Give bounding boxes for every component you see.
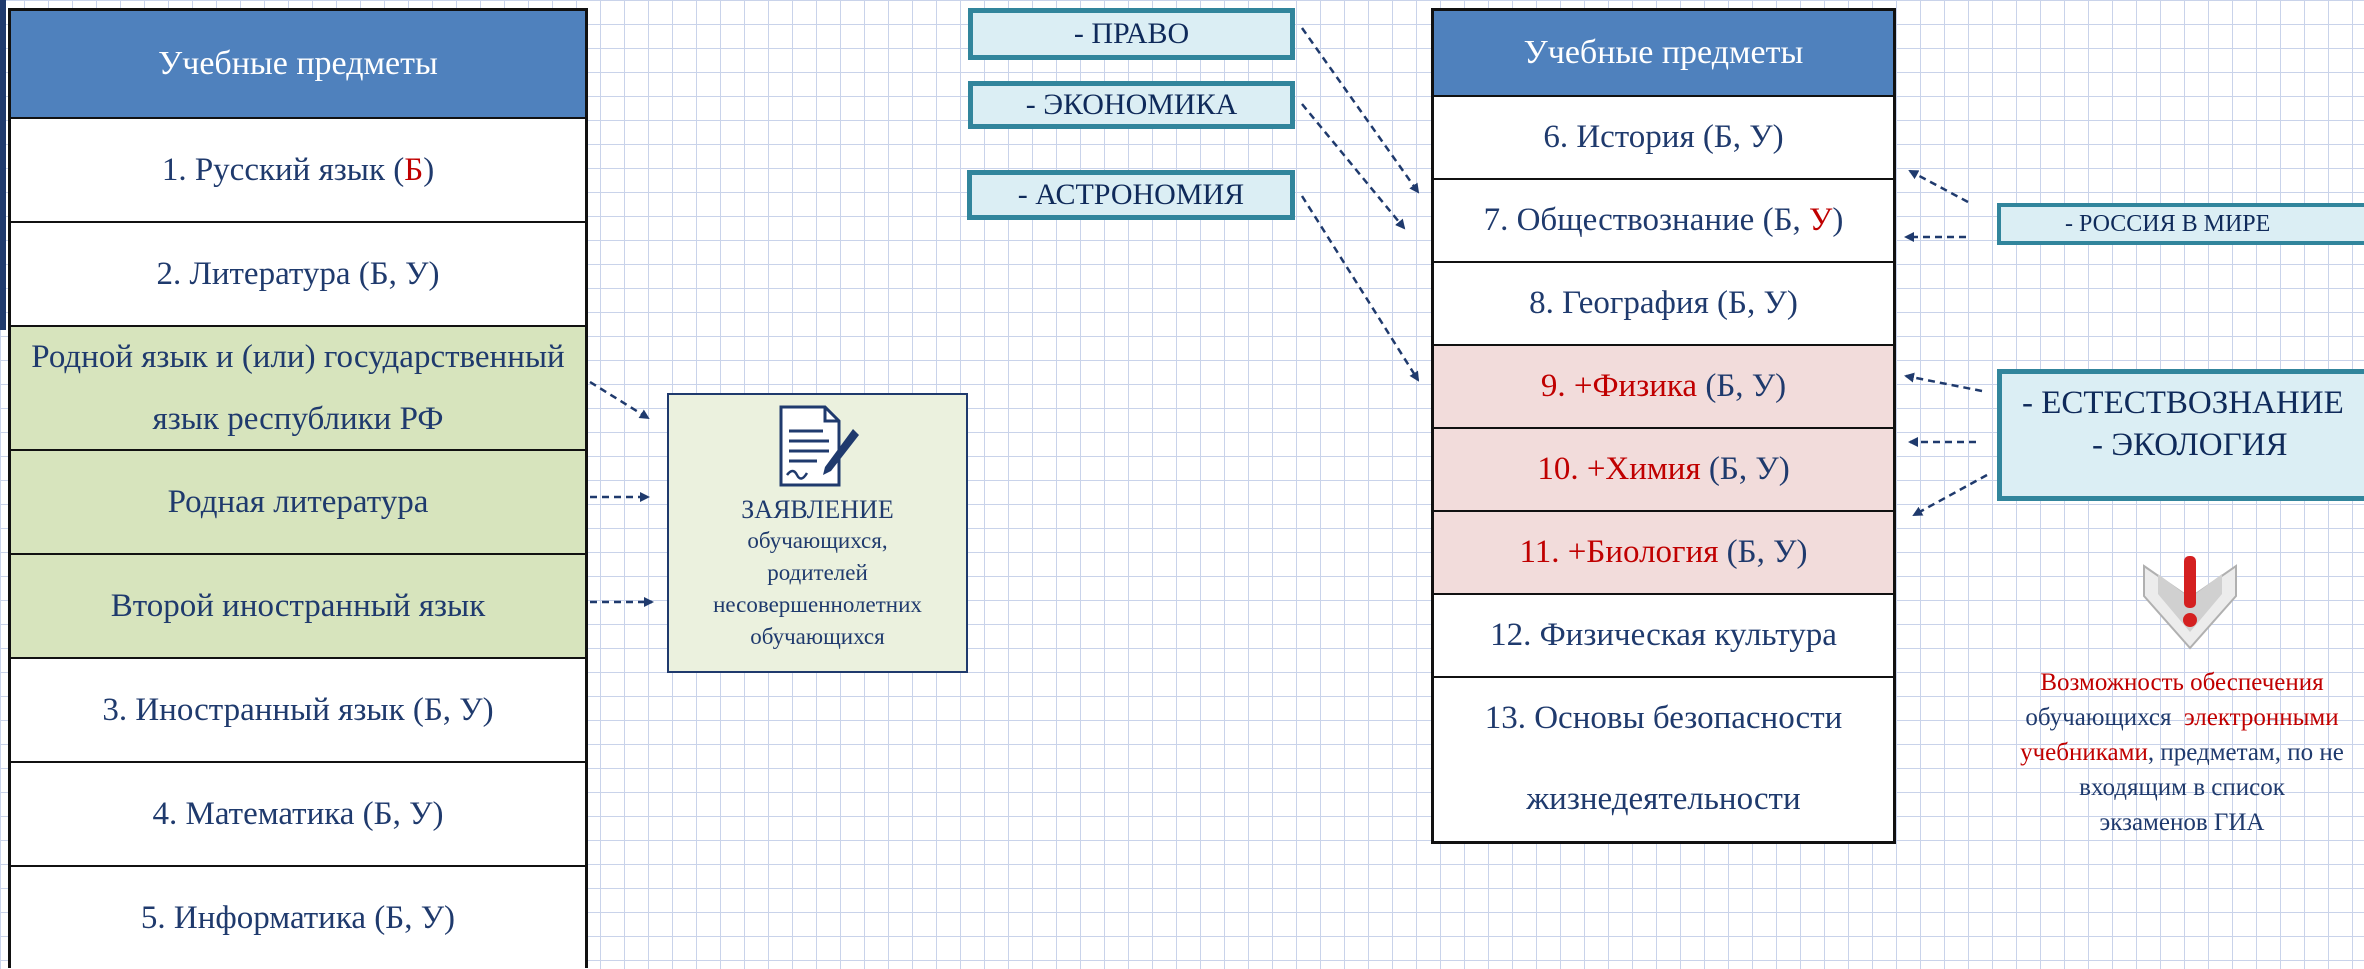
left-row-math: 4. Математика (Б, У)	[11, 761, 585, 865]
arrow-economics-to-social	[1301, 103, 1406, 230]
right-row-geography: 8. География (Б, У)	[1434, 261, 1893, 344]
tag-economics: - ЭКОНОМИКА	[968, 81, 1295, 129]
left-row-informatics: 5. Информатика (Б, У)	[11, 865, 585, 969]
document-signature-icon	[773, 403, 863, 489]
right-row-biology: 11. +Биология (Б, У)	[1434, 510, 1893, 593]
tag-russia-in-world: - РОССИЯ В МИРЕ	[1997, 203, 2364, 245]
left-row-russian: 1. Русский язык (Б)	[11, 117, 585, 221]
warning-note: Возможность обеспечения обучающихся элек…	[2020, 669, 2344, 836]
left-row-native-language: Родной язык и (или) государственный язык…	[11, 325, 585, 449]
right-subjects-table: Учебные предметы 6. История (Б, У) 7. Об…	[1431, 8, 1896, 844]
left-row-native-literature: Родная литература	[11, 449, 585, 553]
arrow-pravo-to-history	[1300, 27, 1420, 194]
right-table-header: Учебные предметы	[1434, 11, 1893, 95]
arrow-native-to-application	[589, 380, 650, 420]
application-line-1: обучающихся,	[747, 528, 888, 553]
application-line-4: обучающихся	[750, 624, 885, 649]
right-row-history: 6. История (Б, У)	[1434, 95, 1893, 178]
application-box: ЗАЯВЛЕНИЕ обучающихся, родителей несовер…	[667, 393, 968, 673]
application-title: ЗАЯВЛЕНИЕ	[741, 495, 894, 524]
left-row-foreign: 3. Иностранный язык (Б, У)	[11, 657, 585, 761]
tag-science-ecology: - ЕСТЕСТВОЗНАНИЕ - ЭКОЛОГИЯ	[1997, 369, 2364, 501]
right-row-physics: 9. +Физика (Б, У)	[1434, 344, 1893, 427]
right-row-social-studies: 7. Обществознание (Б, У)	[1434, 178, 1893, 261]
arrow-russia-to-history	[1908, 169, 1969, 204]
application-line-2: родителей	[767, 560, 868, 585]
right-row-physical-education: 12. Физическая культура	[1434, 593, 1893, 676]
left-subjects-table: Учебные предметы 1. Русский язык (Б) 2. …	[8, 8, 588, 969]
tag-pravo: - ПРАВО	[968, 8, 1295, 60]
arrow-science-to-physics	[1904, 372, 1983, 393]
right-row-life-safety: 13. Основы безопасности жизнедеятельност…	[1434, 676, 1893, 840]
exclamation-shield-icon	[2140, 552, 2240, 652]
left-row-literature: 2. Литература (Б, У)	[11, 221, 585, 325]
arrow-science-to-biology	[1912, 473, 1988, 517]
right-row-chemistry: 10. +Химия (Б, У)	[1434, 427, 1893, 510]
arrow-astronomy-to-physics	[1300, 195, 1420, 382]
left-table-header: Учебные предметы	[11, 11, 585, 117]
application-line-3: несовершеннолетних	[713, 592, 922, 617]
tag-astronomy: - АСТРОНОМИЯ	[967, 170, 1295, 220]
left-row-second-foreign: Второй иностранный язык	[11, 553, 585, 657]
left-edge-line	[0, 0, 6, 330]
